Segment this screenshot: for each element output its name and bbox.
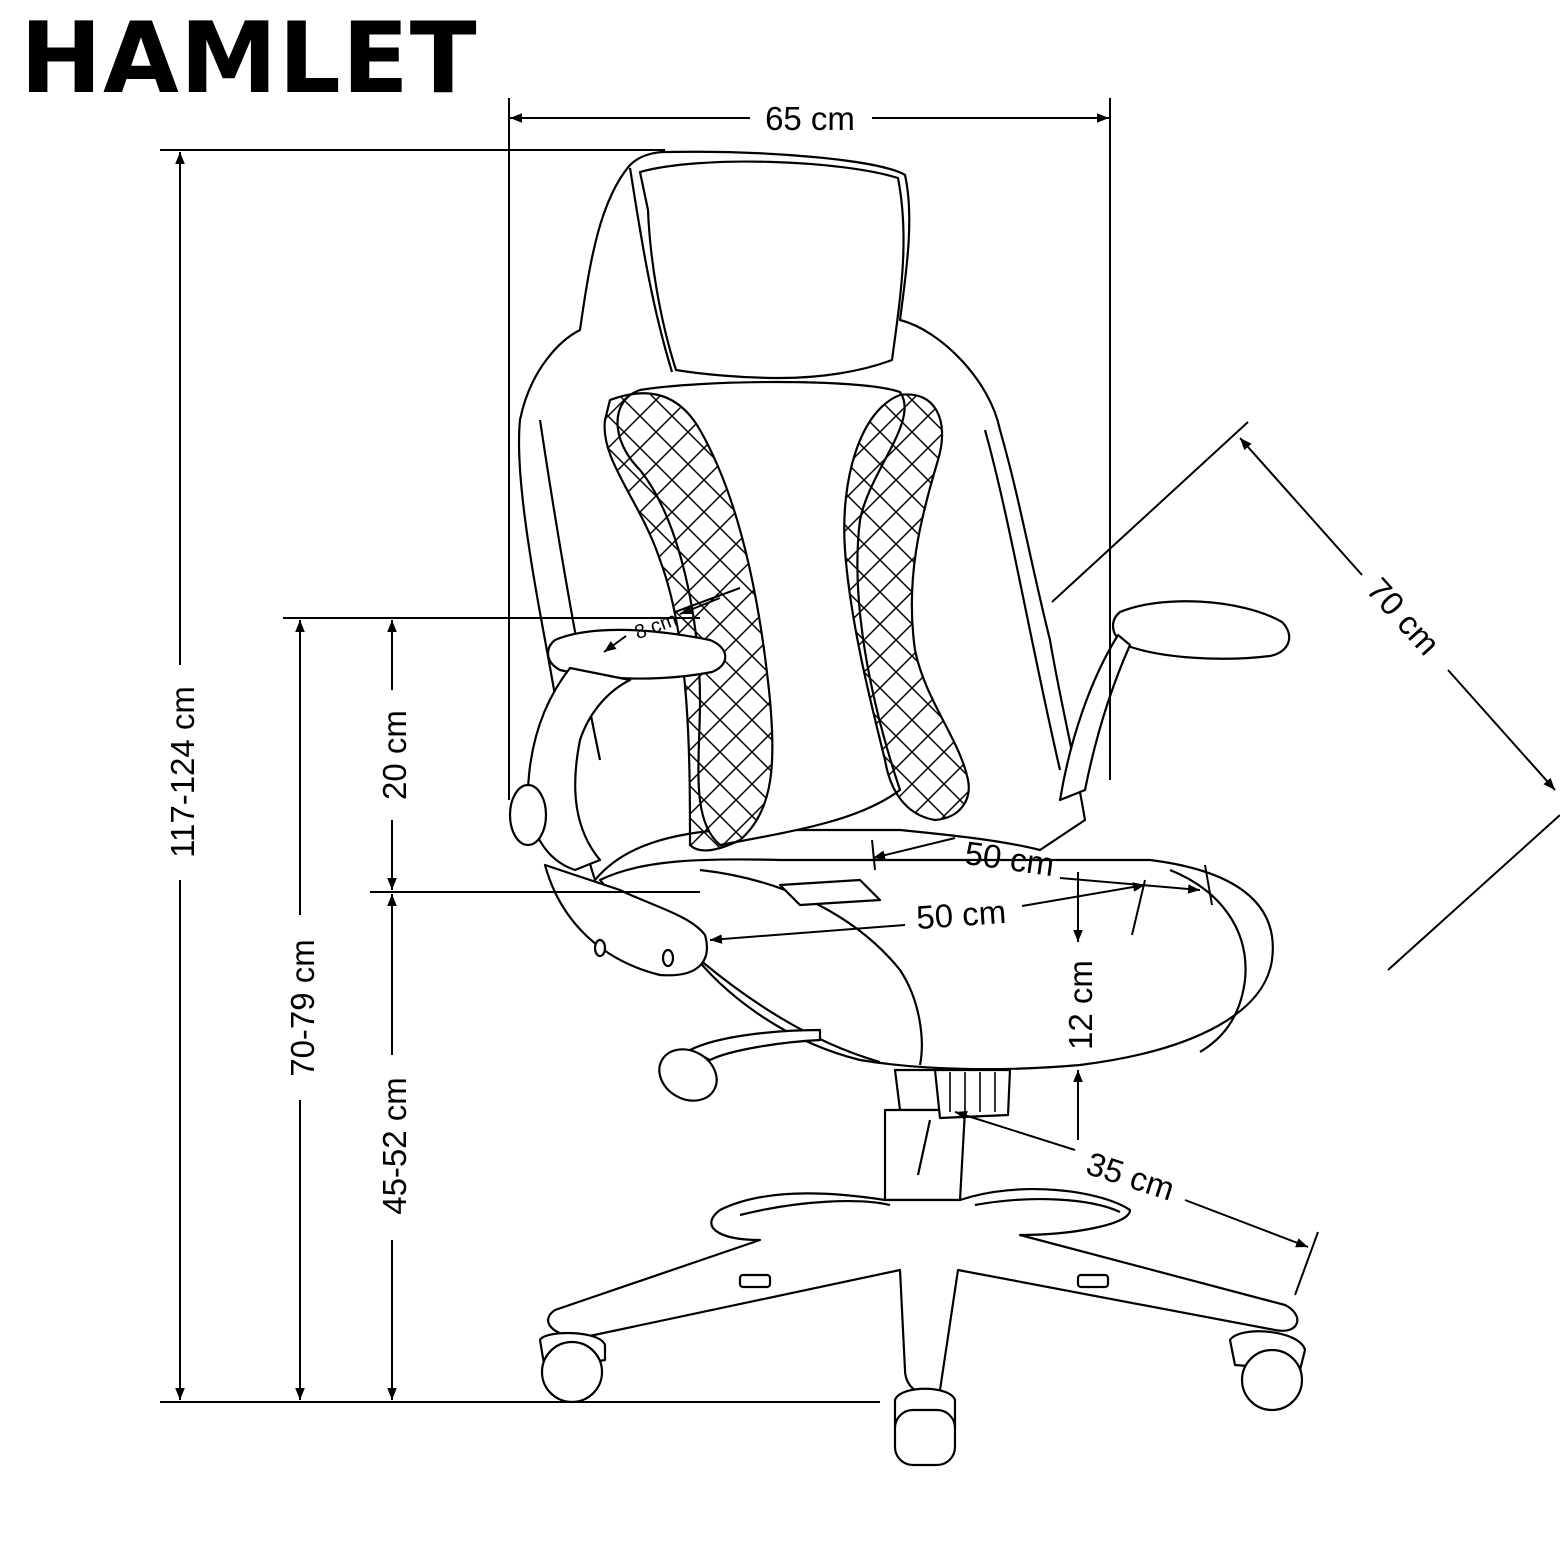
caster-left	[538, 1332, 607, 1404]
product-title: HAMLET	[20, 2, 478, 116]
left-armrest-frame	[526, 666, 632, 872]
right-armrest-pad	[1112, 600, 1291, 660]
headrest	[638, 160, 905, 380]
label-seat-width: 50 cm	[915, 893, 1007, 936]
dimension-lines	[160, 98, 1560, 1403]
gas-lift-lower	[883, 1108, 967, 1202]
label-armrest-to-seat: 20 cm	[376, 710, 413, 800]
label-seat-thickness: 12 cm	[1062, 960, 1099, 1050]
label-width: 65 cm	[765, 100, 855, 137]
tilt-lever-paddle	[658, 1048, 718, 1102]
label-total-height: 117-124 cm	[164, 686, 201, 858]
label-armrest-height: 70-79 cm	[284, 939, 321, 1077]
label-depth: 70 cm	[1360, 571, 1448, 663]
right-quilted-bolster	[843, 393, 970, 822]
chair-illustration	[508, 150, 1307, 1467]
tilt-lever	[688, 1028, 822, 1062]
caster-right	[1228, 1330, 1307, 1412]
left-armrest-knob	[508, 783, 548, 847]
label-seat-height: 45-52 cm	[376, 1077, 413, 1215]
left-quilted-bolster	[603, 392, 774, 852]
star-base	[547, 1188, 1299, 1396]
caster-center	[893, 1387, 957, 1467]
seat-cushion	[598, 858, 1274, 1071]
left-armrest-pad	[547, 628, 727, 680]
right-armrest-frame	[1058, 633, 1132, 802]
